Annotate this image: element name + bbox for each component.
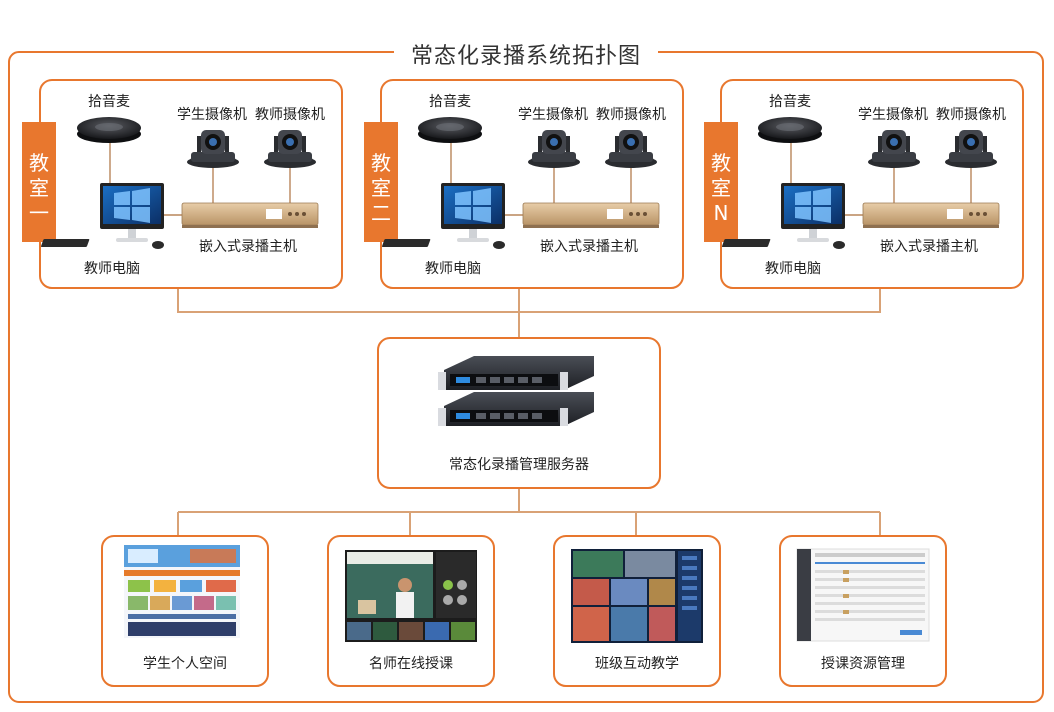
- recording-host-label: 嵌入式录播主机: [880, 239, 978, 255]
- classroom-tag-char: 教: [29, 151, 49, 175]
- classroom-tag-char: N: [714, 201, 729, 225]
- teacher-camera-label: 教师摄像机: [936, 107, 1006, 123]
- classroom-2: 教 室 二 拾音麦 学生摄像机 教师摄像机 教师电脑 嵌入式录播主机: [364, 79, 684, 289]
- classroom-tag-char: 室: [371, 176, 391, 200]
- classroom-tag-char: 一: [29, 201, 49, 225]
- recording-host-icon: [181, 202, 319, 229]
- classroom-1: 教 室 一 拾音麦 学生摄像机 教师摄像机 教师电脑 嵌入式录播主机: [22, 79, 343, 289]
- classroom-tag-char: 室: [29, 176, 49, 200]
- connector-lines: [177, 288, 881, 536]
- student-camera-label: 学生摄像机: [177, 107, 247, 123]
- recording-host-icon: [862, 202, 1000, 229]
- recording-host-label: 嵌入式录播主机: [540, 239, 638, 255]
- teacher-pc-label: 教师电脑: [425, 261, 481, 277]
- pickup-mic-icon: [418, 117, 482, 143]
- teacher-pc-label: 教师电脑: [765, 261, 821, 277]
- app-interactive-class: 班级互动教学: [553, 535, 721, 687]
- classroom-n: 教 室 N 拾音麦 学生摄像机 教师摄像机 教师电脑 嵌入式录播主机: [704, 79, 1024, 289]
- app-student-space: 学生个人空间: [101, 535, 269, 687]
- classroom-tag: [704, 122, 738, 242]
- recording-host-icon: [522, 202, 660, 229]
- classroom-tag-char: 教: [371, 151, 391, 175]
- app-label: 授课资源管理: [821, 656, 905, 672]
- app-label: 班级互动教学: [595, 656, 679, 672]
- teacher-pc-label: 教师电脑: [84, 261, 140, 277]
- mic-label: 拾音麦: [429, 93, 471, 110]
- mic-label: 拾音麦: [88, 93, 130, 110]
- app-resource-admin: 授课资源管理: [779, 535, 947, 687]
- student-camera-label: 学生摄像机: [858, 107, 928, 123]
- classroom-tag: [22, 122, 56, 242]
- online-lecture-thumbnail: [345, 550, 477, 642]
- classroom-tag-char: 室: [711, 176, 731, 200]
- app-online-lecture: 名师在线授课: [327, 535, 495, 687]
- classroom-tag: [364, 122, 398, 242]
- student-camera-label: 学生摄像机: [518, 107, 588, 123]
- management-server: 常态化录播管理服务器: [377, 337, 661, 489]
- teacher-camera-label: 教师摄像机: [255, 107, 325, 123]
- diagram-title: 常态化录播系统拓扑图: [411, 44, 641, 69]
- pickup-mic-icon: [77, 117, 141, 143]
- classroom-tag-char: 二: [371, 201, 391, 225]
- mic-label: 拾音麦: [769, 93, 811, 110]
- student-space-thumbnail: [124, 545, 240, 638]
- resource-admin-thumbnail: [796, 548, 930, 642]
- interactive-class-thumbnail: [571, 549, 703, 643]
- classroom-tag-char: 教: [711, 151, 731, 175]
- app-label: 名师在线授课: [369, 656, 453, 672]
- pickup-mic-icon: [758, 117, 822, 143]
- teacher-camera-label: 教师摄像机: [596, 107, 666, 123]
- recording-host-label: 嵌入式录播主机: [199, 239, 297, 255]
- app-label: 学生个人空间: [143, 656, 227, 672]
- server-label: 常态化录播管理服务器: [449, 457, 589, 473]
